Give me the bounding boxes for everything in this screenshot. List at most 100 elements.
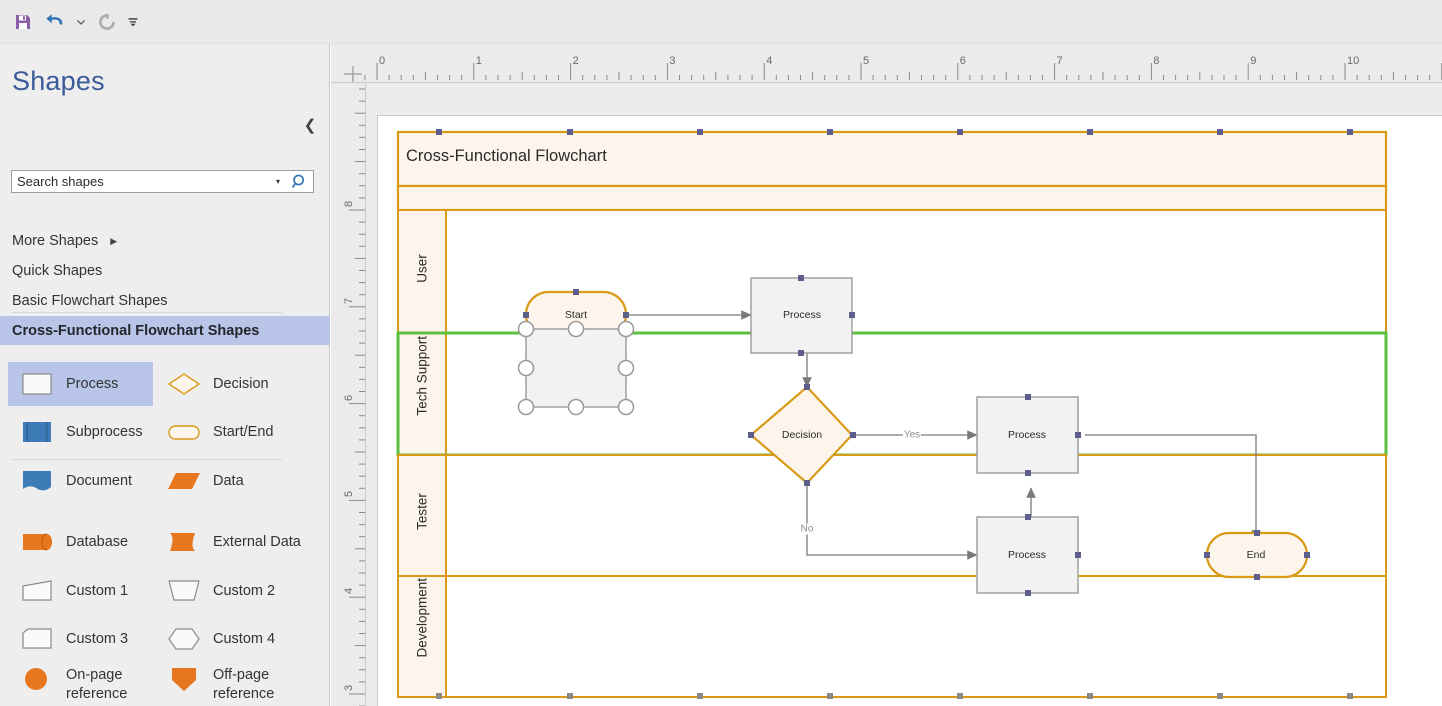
- shape-process-2[interactable]: [976, 394, 1081, 476]
- ruler-h-label: 10: [1347, 55, 1360, 67]
- horizontal-ruler[interactable]: 01234567891011: [331, 53, 1442, 83]
- stencil-label: Basic Flowchart Shapes: [12, 293, 168, 309]
- redo-icon: [99, 13, 115, 30]
- shape-decision[interactable]: [748, 384, 856, 486]
- gallery-item-label: Off-page reference: [213, 667, 275, 702]
- flowchart-container[interactable]: [396, 130, 1388, 212]
- shape-start[interactable]: [523, 289, 629, 340]
- gallery-item-database[interactable]: Database: [8, 520, 153, 564]
- gallery-item-subprocess[interactable]: Subprocess: [8, 410, 153, 454]
- lane-label-development[interactable]: Development: [414, 577, 430, 658]
- redo-button[interactable]: [92, 7, 122, 37]
- lane-label-user[interactable]: User: [414, 254, 430, 283]
- ruler-v-label: 6: [343, 394, 355, 401]
- shape-label-end[interactable]: End: [1246, 549, 1266, 561]
- lane-label-tester[interactable]: Tester: [414, 493, 430, 530]
- gallery-item-custom-1[interactable]: Custom 1: [8, 569, 153, 613]
- origin-crosshair-icon: [344, 66, 362, 82]
- gallery-item-document[interactable]: Document: [8, 459, 153, 503]
- subprocess-shape-icon: [18, 419, 56, 445]
- shape-label-process-3[interactable]: Process: [1008, 549, 1046, 561]
- external-data-shape-icon: [165, 529, 203, 555]
- gallery-item-label: Process: [66, 375, 119, 392]
- gallery-item-label: Custom 1: [66, 582, 129, 599]
- panel-divider-top: [12, 312, 282, 313]
- start-end-shape-icon: [165, 419, 203, 445]
- process-shape-icon: [18, 371, 56, 397]
- shape-label-process-2[interactable]: Process: [1008, 429, 1046, 441]
- stencil-item-quick-shapes[interactable]: Quick Shapes: [0, 256, 330, 286]
- custom3-shape-icon: [18, 626, 56, 652]
- gallery-item-label: Subprocess: [66, 423, 143, 440]
- gallery-item-data[interactable]: Data: [155, 459, 305, 503]
- horizontal-ruler-ticks: [331, 53, 1442, 83]
- gallery-item-label: Data: [213, 472, 244, 489]
- custom1-shape-icon: [18, 578, 56, 604]
- custom4-shape-icon: [165, 626, 203, 652]
- save-button[interactable]: [8, 7, 38, 37]
- save-icon: [16, 14, 30, 29]
- panel-title: Shapes: [12, 66, 105, 96]
- stencil-item-more-shapes[interactable]: More Shapes ▶: [0, 226, 330, 256]
- database-shape-icon: [18, 529, 56, 555]
- gallery-item-external-data[interactable]: External Data: [155, 520, 310, 564]
- customize-toolbar-button[interactable]: [124, 7, 142, 37]
- shape-label-decision[interactable]: Decision: [781, 429, 823, 441]
- ruler-h-label: 3: [669, 55, 676, 67]
- shape-label-start[interactable]: Start: [564, 309, 588, 321]
- connector-label-yes[interactable]: Yes: [902, 429, 922, 441]
- search-dropdown-caret[interactable]: ▾: [275, 177, 280, 186]
- gallery-item-label: Custom 3: [66, 630, 129, 647]
- shape-label-process-1[interactable]: Process: [783, 309, 821, 321]
- ruler-v-label: 4: [343, 588, 355, 595]
- ruler-h-label: 7: [1056, 55, 1063, 67]
- gallery-item-label: Custom 4: [213, 630, 276, 647]
- undo-button[interactable]: [40, 7, 70, 37]
- ruler-v-label: 3: [343, 684, 355, 691]
- cross-functional-flowchart[interactable]: Cross-Functional Flowchart User Tech Sup…: [377, 115, 1442, 706]
- stencil-item-basic-flowchart-shapes[interactable]: Basic Flowchart Shapes: [0, 286, 330, 316]
- gallery-item-custom-4[interactable]: Custom 4: [155, 617, 305, 661]
- shape-process-3[interactable]: [976, 514, 1081, 596]
- quick-access-toolbar: [0, 0, 1442, 44]
- ruler-h-label: 5: [863, 55, 870, 67]
- collapse-panel-button[interactable]: ❮: [303, 116, 317, 134]
- on-page-reference-icon: [18, 666, 56, 692]
- stencil-item-cross-functional-flowchart-shapes[interactable]: Cross-Functional Flowchart Shapes: [0, 316, 330, 345]
- undo-icon: [46, 13, 63, 25]
- connector-process2-to-end: [1085, 434, 1261, 541]
- shape-process-1[interactable]: [750, 275, 855, 356]
- undo-dropdown-button[interactable]: [72, 7, 90, 37]
- gallery-item-custom-3[interactable]: Custom 3: [8, 617, 153, 661]
- flowchart-canvas[interactable]: [377, 115, 1442, 706]
- gallery-item-decision[interactable]: Decision: [155, 362, 305, 406]
- shape-selected-process[interactable]: [517, 320, 635, 416]
- gallery-item-process[interactable]: Process: [8, 362, 153, 406]
- panel-divider-mid: [12, 459, 282, 460]
- flowchart-title[interactable]: Cross-Functional Flowchart: [406, 147, 607, 165]
- search-button[interactable]: [287, 173, 313, 191]
- ruler-h-label: 9: [1250, 55, 1257, 67]
- gallery-item-label: Decision: [213, 375, 269, 392]
- stencil-label: Cross-Functional Flowchart Shapes: [12, 322, 260, 339]
- container-selection-handles[interactable]: [436, 129, 1353, 699]
- ruler-corner[interactable]: [340, 58, 366, 83]
- gallery-item-custom-2[interactable]: Custom 2: [155, 569, 305, 613]
- connector-label-no[interactable]: No: [799, 523, 815, 535]
- chevron-down-icon: [77, 19, 85, 25]
- lane-development[interactable]: [397, 575, 1387, 698]
- ruler-h-label: 1: [475, 55, 482, 67]
- ruler-v-label: 8: [343, 200, 355, 207]
- gallery-item-on-page-reference[interactable]: On-page reference: [8, 662, 153, 706]
- lane-label-tech-support[interactable]: Tech Support: [414, 335, 430, 416]
- gallery-item-start-end[interactable]: Start/End: [155, 410, 305, 454]
- search-input[interactable]: [12, 173, 269, 190]
- shape-end[interactable]: [1204, 530, 1310, 580]
- data-shape-icon: [165, 468, 203, 494]
- gallery-item-off-page-reference[interactable]: Off-page reference: [155, 662, 310, 706]
- shapes-panel: Shapes ❮ ▾ More Shapes ▶ Quick Shapes Ba…: [0, 44, 330, 706]
- document-shape-icon: [18, 468, 56, 494]
- selection-handles[interactable]: [517, 320, 635, 416]
